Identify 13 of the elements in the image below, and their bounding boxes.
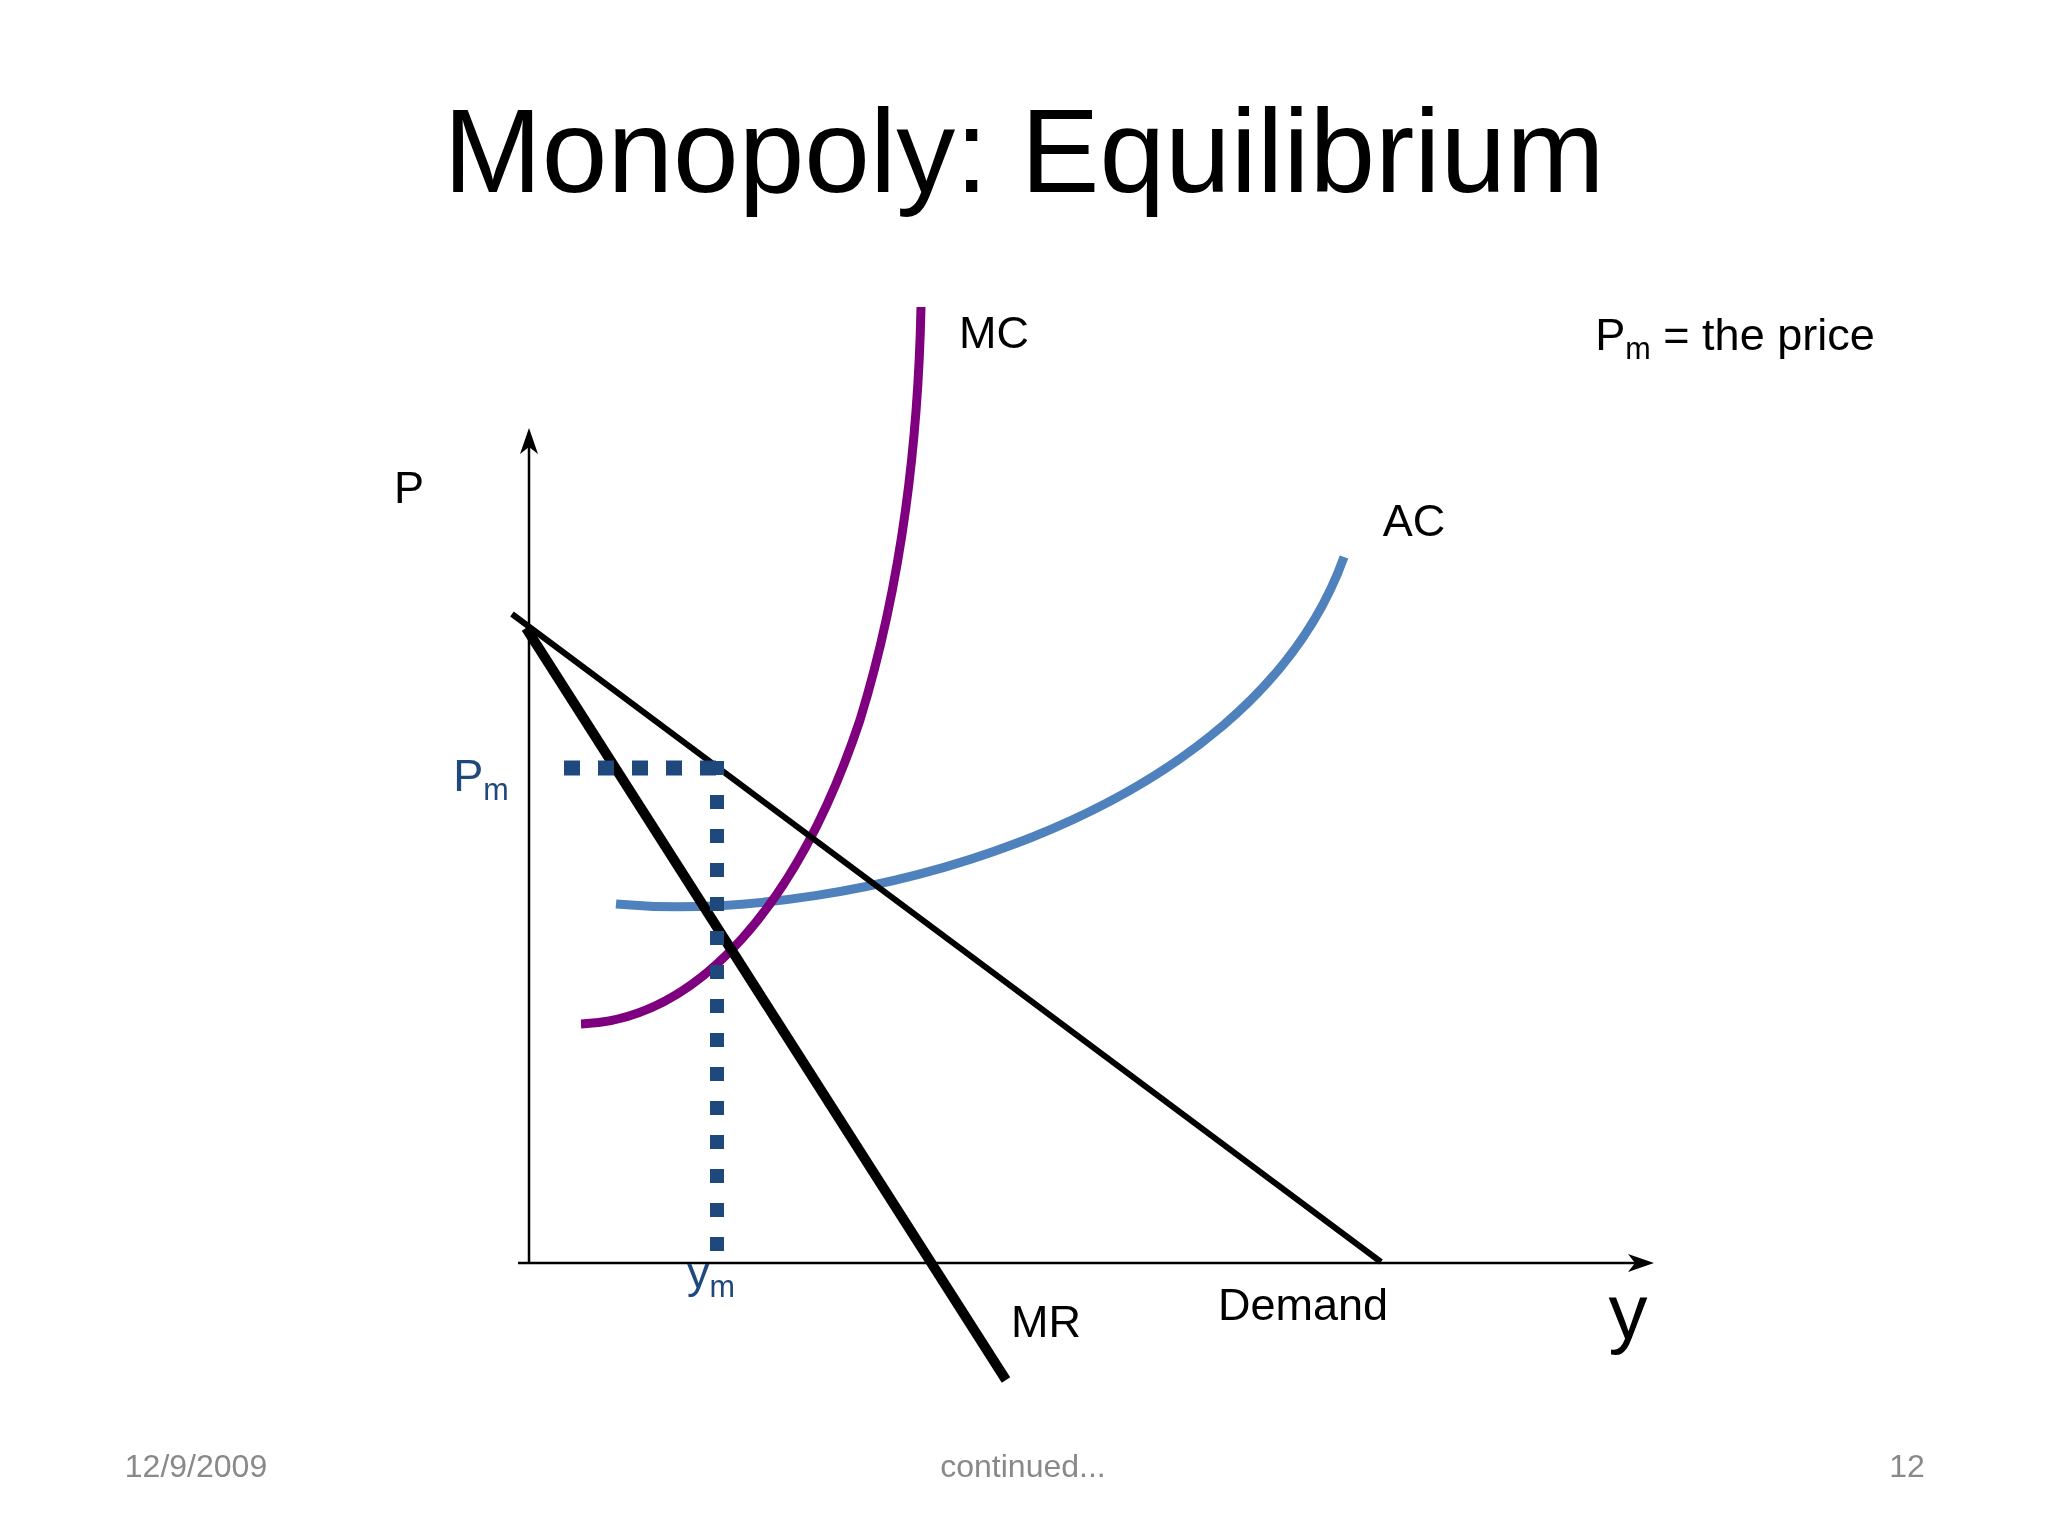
curve-label: MC xyxy=(959,306,1029,360)
curve-label: Demand xyxy=(1217,1278,1389,1332)
curve-label: AC xyxy=(1382,494,1446,548)
slide-title: Monopoly: Equilibrium xyxy=(443,84,1605,220)
axis-label: P xyxy=(394,461,424,515)
footer-date: 12/9/2009 xyxy=(124,1446,268,1486)
page-number: 12 xyxy=(1889,1446,1925,1486)
curve-label: MR xyxy=(1011,1295,1081,1349)
footer-text: continued... xyxy=(940,1446,1106,1486)
note-text: P$_{m}$ = the price xyxy=(1595,308,1875,362)
axis-label: y xyxy=(1608,1267,1648,1359)
axis-value-label: y$_{m}$ xyxy=(687,1246,735,1300)
axis-value-label: P$_{m}$ xyxy=(453,749,509,803)
